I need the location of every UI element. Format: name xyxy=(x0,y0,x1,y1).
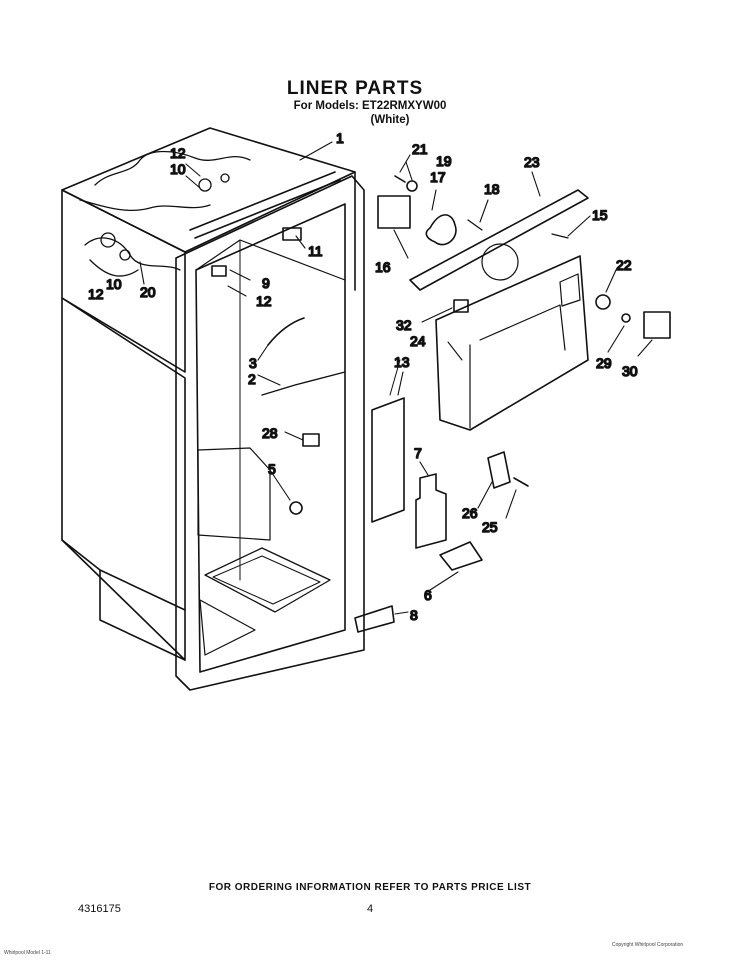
callout-23: 23 xyxy=(524,154,540,170)
ordering-note: FOR ORDERING INFORMATION REFER TO PARTS … xyxy=(208,882,532,893)
callout-29: 29 xyxy=(596,355,612,371)
part-29-bulb xyxy=(621,313,631,323)
callout-2: 2 xyxy=(248,371,256,387)
callout-30: 30 xyxy=(622,363,638,379)
callout-11: 11 xyxy=(308,243,323,259)
part-8-trim xyxy=(354,605,395,633)
part-16-fan-motor xyxy=(377,195,411,229)
callout-labels: 1 2 3 5 6 7 8 9 10 10 11 12 12 12 13 15 … xyxy=(87,129,638,624)
part-25-screw xyxy=(513,477,529,487)
fine-print-left: Whirlpool Model 1-11 xyxy=(4,950,51,956)
cabinet-bottom-edge xyxy=(61,539,186,661)
part-15-screw xyxy=(551,233,569,239)
callout-12-top: 12 xyxy=(170,145,186,161)
fan-motor-assembly xyxy=(377,175,457,246)
model-number: For Models: ET22RMXYW00 xyxy=(293,100,447,112)
callout-19: 19 xyxy=(436,153,452,169)
part-2-heater xyxy=(261,371,346,396)
page-number: 4 xyxy=(367,903,374,915)
part-21-screw xyxy=(394,175,406,183)
part-5-thermostat xyxy=(289,501,303,515)
part-23-fan-shroud xyxy=(409,189,589,291)
wire-harness xyxy=(79,150,251,277)
part-32-connector xyxy=(453,299,469,313)
callout-22: 22 xyxy=(616,257,632,273)
liner-front-frame xyxy=(175,175,365,691)
cabinet-left-upper xyxy=(61,189,186,373)
callout-6: 6 xyxy=(424,587,432,603)
callout-17: 17 xyxy=(430,169,446,185)
part-24-evaporator-cover xyxy=(435,255,589,431)
part-28-clip xyxy=(302,433,320,447)
part-18-screw xyxy=(467,219,483,231)
fine-print-right: Copyright Whirlpool Corporation xyxy=(612,942,684,948)
part-6-bracket xyxy=(439,541,483,571)
callout-20: 20 xyxy=(140,284,156,300)
callout-1: 1 xyxy=(336,130,344,146)
callout-13: 13 xyxy=(394,354,410,370)
part-30-lamp-shield xyxy=(643,311,671,339)
callout-15: 15 xyxy=(592,207,608,223)
callout-28: 28 xyxy=(262,425,278,441)
liner-clip xyxy=(282,227,302,241)
callout-3: 3 xyxy=(249,355,257,371)
cabinet-left-side xyxy=(61,297,186,661)
part-22-socket xyxy=(595,294,611,310)
part-9-clip xyxy=(211,265,227,277)
part-26-plate xyxy=(487,451,511,489)
part-7-baffle xyxy=(415,473,447,549)
callout-18: 18 xyxy=(484,181,500,197)
color-variant: (White) xyxy=(370,114,410,126)
part-17-fan-blade xyxy=(425,214,457,246)
part-13-divider xyxy=(371,397,405,523)
callout-9: 9 xyxy=(262,275,270,291)
liner-opening xyxy=(195,203,346,673)
callout-10-top: 10 xyxy=(170,161,186,177)
page-title: LINER PARTS xyxy=(286,78,424,99)
part-19-grommet xyxy=(406,180,418,192)
callout-26: 26 xyxy=(462,505,478,521)
part-3-tube xyxy=(267,317,305,346)
liner-floor-pan xyxy=(204,547,331,613)
liner-cabinet xyxy=(61,127,365,691)
callout-16: 16 xyxy=(375,259,391,275)
callout-12-front: 12 xyxy=(256,293,272,309)
callout-5: 5 xyxy=(268,461,276,477)
callout-21: 21 xyxy=(412,141,428,157)
liner-shelf-step xyxy=(197,447,271,541)
leader-lines xyxy=(139,141,653,615)
callout-24: 24 xyxy=(410,333,426,349)
callout-32: 32 xyxy=(396,317,412,333)
callout-10-left: 10 xyxy=(106,276,122,292)
callout-8: 8 xyxy=(410,607,418,623)
callout-7: 7 xyxy=(414,445,422,461)
callout-12-left: 12 xyxy=(88,286,104,302)
callout-25: 25 xyxy=(482,519,498,535)
document-part-number: 4316175 xyxy=(78,903,121,915)
